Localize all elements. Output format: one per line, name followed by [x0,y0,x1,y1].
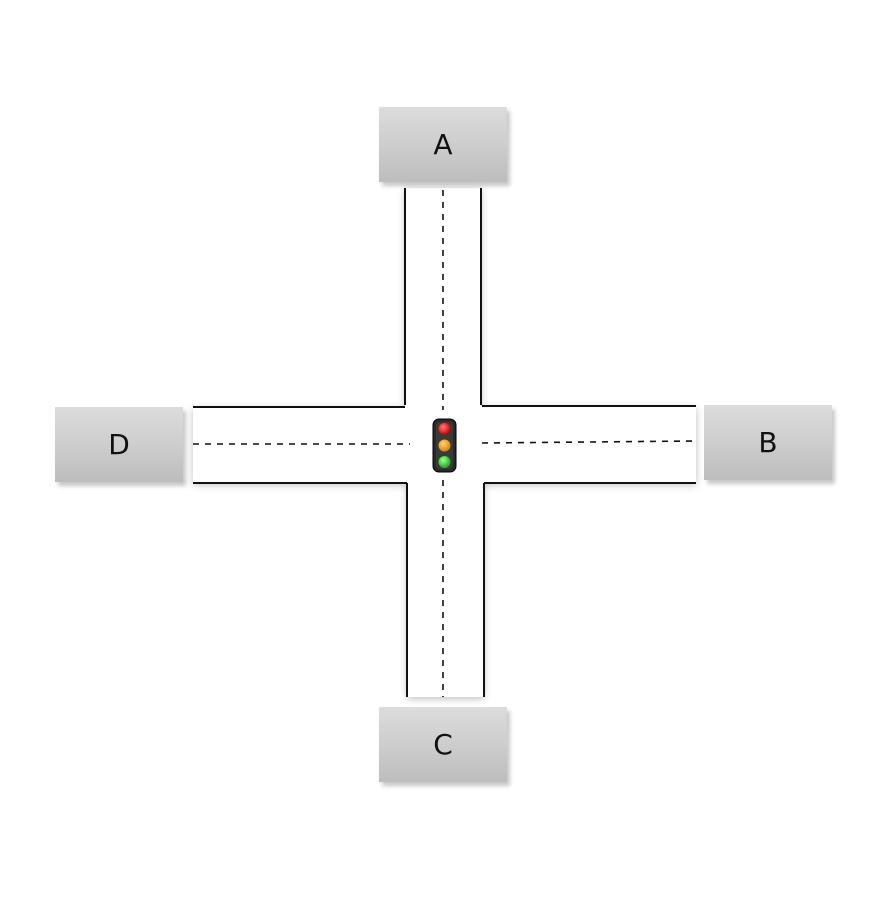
traffic-light-green [438,456,451,468]
node-a: A [379,107,507,182]
node-c: C [379,707,507,782]
node-b: B [704,405,832,480]
road-edges [193,188,696,697]
lane-markings [193,190,697,697]
traffic-light-red [438,423,451,435]
node-d: D [55,407,183,482]
traffic-light-amber [438,439,451,452]
traffic-light-icon [432,418,457,473]
